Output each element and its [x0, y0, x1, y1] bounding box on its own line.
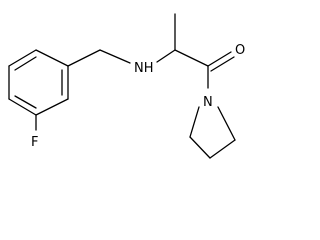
pyrrolidine-bond-3: [209, 139, 236, 159]
fluorine-atom-label: F: [31, 135, 38, 150]
pyrrolidine-bond-1: [189, 106, 200, 138]
amine-atom-label: NH: [134, 61, 154, 76]
carbonyl-double-bond-1: [207, 51, 232, 67]
ring-nitrogen-atom-label: N: [203, 95, 213, 110]
ring-bond-2: [35, 49, 69, 67]
oxygen-atom-label: O: [235, 43, 245, 58]
ring-bond-4: [35, 98, 69, 116]
ring-bond-5: [8, 98, 37, 116]
pyrrolidine-bond-4: [217, 106, 236, 141]
methylene-to-amine-bond: [99, 49, 131, 64]
ring-to-methylene-bond: [67, 49, 101, 67]
alpha-to-carbonyl-bond: [174, 49, 209, 67]
chemical-structure-diagram: F NH O N: [8, 13, 245, 159]
carbonyl-double-bond-2: [210, 56, 235, 72]
ring-double-bond-inner-1: [14, 56, 37, 71]
amine-to-alpha-carbon-bond: [156, 49, 176, 63]
pyrrolidine-ring: [189, 106, 236, 159]
ring-bond-1: [8, 49, 37, 67]
ring-double-bond-inner-3: [14, 95, 37, 109]
benzene-ring: [8, 49, 69, 116]
pyrrolidine-bond-2: [189, 136, 211, 159]
